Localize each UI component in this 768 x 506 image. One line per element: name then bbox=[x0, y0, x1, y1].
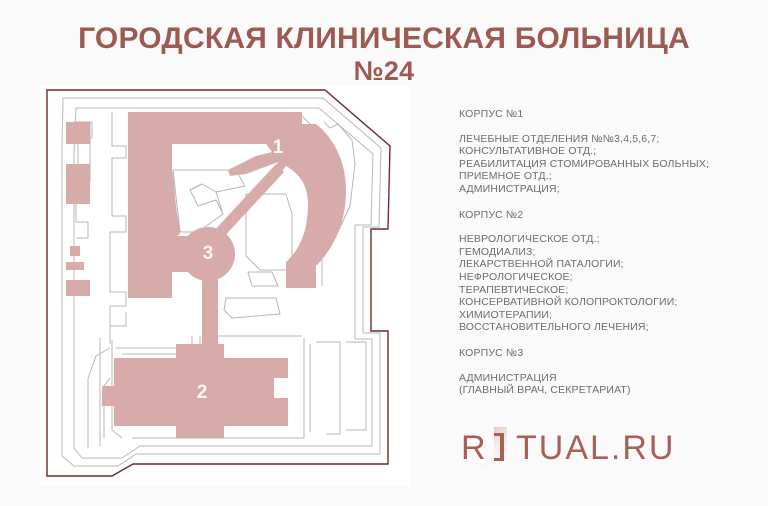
legend-item: НЕФРОЛОГИЧЕСКОЕ; bbox=[459, 270, 573, 283]
legend-group-korpus-2: КОРПУС №2 НЕВРОЛОГИЧЕСКОЕ ОТД.; ГЕМОДИАЛ… bbox=[459, 209, 759, 334]
logo-text-tual-ru: TUAL.RU bbox=[516, 429, 675, 467]
page-title: ГОРОДСКАЯ КЛИНИЧЕСКАЯ БОЛЬНИЦА №24 bbox=[0, 22, 768, 86]
legend-item: ВОССТАНОВИТЕЛЬНОГО ЛЕЧЕНИЯ; bbox=[459, 321, 649, 334]
legend-item: НЕВРОЛОГИЧЕСКОЕ ОТД.; bbox=[459, 233, 600, 246]
legend-list-1: ЛЕЧЕБНЫЕ ОТДЕЛЕНИЯ №№3,4,5,6,7; КОНСУЛЬТ… bbox=[459, 133, 759, 196]
legend-item: АДМИНИСТРАЦИЯ bbox=[459, 371, 557, 384]
legend-group-korpus-3: КОРПУС №3 АДМИНИСТРАЦИЯ (ГЛАВНЫЙ ВРАЧ, С… bbox=[459, 347, 759, 397]
site-boundary bbox=[46, 89, 391, 477]
legend-group-korpus-1: КОРПУС №1 ЛЕЧЕБНЫЕ ОТДЕЛЕНИЯ №№3,4,5,6,7… bbox=[459, 108, 759, 196]
building-3-stem bbox=[202, 276, 218, 354]
building-1-wing-block bbox=[128, 112, 172, 298]
building-2 bbox=[102, 344, 288, 438]
small-block-1 bbox=[66, 122, 90, 144]
legend-item: (ГЛАВНЫЙ ВРАЧ, СЕКРЕТАРИАТ) bbox=[459, 384, 631, 397]
logo-text-r: R bbox=[461, 429, 488, 467]
legend-item: ТЕРАПЕВТИЧЕСКОЕ; bbox=[459, 283, 569, 296]
legend-item: ЛЕЧЕБНЫЕ ОТДЕЛЕНИЯ №№3,4,5,6,7; bbox=[459, 132, 660, 145]
small-block-2 bbox=[66, 164, 90, 204]
legend-item: КОНСЕРВАТИВНОЙ КОЛОПРОКТОЛОГИИ; bbox=[459, 296, 678, 309]
legend-list-3: АДМИНИСТРАЦИЯ (ГЛАВНЫЙ ВРАЧ, СЕКРЕТАРИАТ… bbox=[459, 372, 759, 397]
small-block-3 bbox=[70, 246, 80, 256]
legend-item: РЕАБИЛИТАЦИЯ СТОМИРОВАННЫХ БОЛЬНЫХ; bbox=[459, 157, 710, 170]
legend-item: ГЕМОДИАЛИЗ; bbox=[459, 245, 536, 258]
legend-item: КОНСУЛЬТАТИВНОЕ ОТД.; bbox=[459, 145, 597, 158]
legend-item: ЛЕКАРСТВЕННОЙ ПАТАЛОГИИ; bbox=[459, 258, 624, 271]
hospital-site-plan: 1 3 2 bbox=[40, 86, 410, 486]
building-label-2: 2 bbox=[197, 382, 208, 403]
legend-item: АДМИНИСТРАЦИЯ; bbox=[459, 182, 560, 195]
small-block-4 bbox=[66, 262, 84, 270]
legend-heading-3: КОРПУС №3 bbox=[459, 346, 524, 359]
title-line-1: ГОРОДСКАЯ КЛИНИЧЕСКАЯ БОЛЬНИЦА bbox=[78, 22, 690, 55]
small-block-5 bbox=[66, 280, 90, 296]
building-1 bbox=[128, 112, 346, 288]
building-label-1: 1 bbox=[273, 137, 284, 158]
legend-item: ХИМИОТЕРАПИИ; bbox=[459, 308, 553, 321]
stylized-i-icon bbox=[494, 433, 504, 461]
building-3 bbox=[181, 227, 235, 281]
legend-heading-2: КОРПУС №2 bbox=[459, 208, 524, 221]
legend-list-2: НЕВРОЛОГИЧЕСКОЕ ОТД.; ГЕМОДИАЛИЗ; ЛЕКАРС… bbox=[459, 233, 759, 334]
legend: КОРПУС №1 ЛЕЧЕБНЫЕ ОТДЕЛЕНИЯ №№3,4,5,6,7… bbox=[459, 108, 759, 410]
legend-item: ПРИЕМНОЕ ОТД.; bbox=[459, 170, 552, 183]
legend-heading-1: КОРПУС №1 bbox=[459, 108, 524, 120]
title-line-2: №24 bbox=[353, 55, 415, 86]
building-label-3: 3 bbox=[203, 243, 214, 264]
ritual-ru-logo[interactable]: R TUAL.RU bbox=[461, 427, 676, 477]
